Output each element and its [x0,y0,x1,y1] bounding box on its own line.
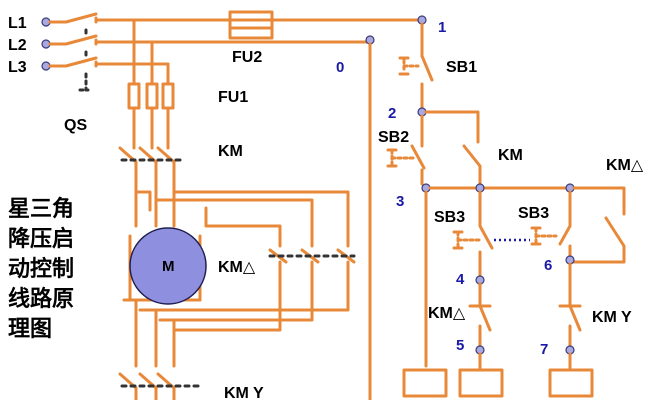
km-main-contacts [118,146,184,178]
coil-km-delta [458,368,504,398]
motor-symbol [129,227,207,305]
node-4: 4 [456,271,465,288]
label-km-delta-main: KM△ [218,259,256,276]
label-sb1: SB1 [446,59,477,76]
km-delta-main-contacts [268,248,356,264]
label-km-y-main: KM Y [224,385,264,400]
fuse-fu1 [127,18,175,150]
km-y-main-contacts [118,372,202,400]
node-5: 5 [456,337,464,354]
title-line-3: 动控制 [8,256,74,282]
title-line-4: 线路原 [8,286,74,312]
node-3: 3 [396,193,404,210]
control-circuit [365,15,626,400]
node-0: 0 [336,59,344,76]
label-sb2: SB2 [378,129,409,146]
label-motor: M [162,258,175,275]
label-fu1: FU1 [218,89,248,106]
power-input-lines [41,12,422,92]
label-l3: L3 [8,59,27,76]
title-line-1: 星三角 [8,196,74,222]
label-km-y-interlock: KM Y [592,309,632,326]
node-1: 1 [438,19,446,36]
title-line-5: 理图 [8,317,52,342]
coil-km-y [548,368,594,398]
label-l1: L1 [8,15,27,32]
title-line-2: 降压启 [8,226,74,252]
label-sb3-left: SB3 [434,209,465,226]
node-6: 6 [544,257,552,274]
node-7: 7 [540,341,548,358]
label-km-delta-interlock: KM△ [428,305,466,322]
label-sb3-right: SB3 [518,205,549,222]
label-l2: L2 [8,37,27,54]
label-km-aux: KM [498,147,523,164]
coil-km [402,368,448,398]
label-qs: QS [64,117,87,134]
fuse-fu2 [228,10,372,44]
motor [129,227,207,305]
label-fu2: FU2 [232,49,262,66]
node-2: 2 [388,105,396,122]
label-km-main: KM [218,143,243,160]
label-km-delta-aux: KM△ [606,157,644,174]
